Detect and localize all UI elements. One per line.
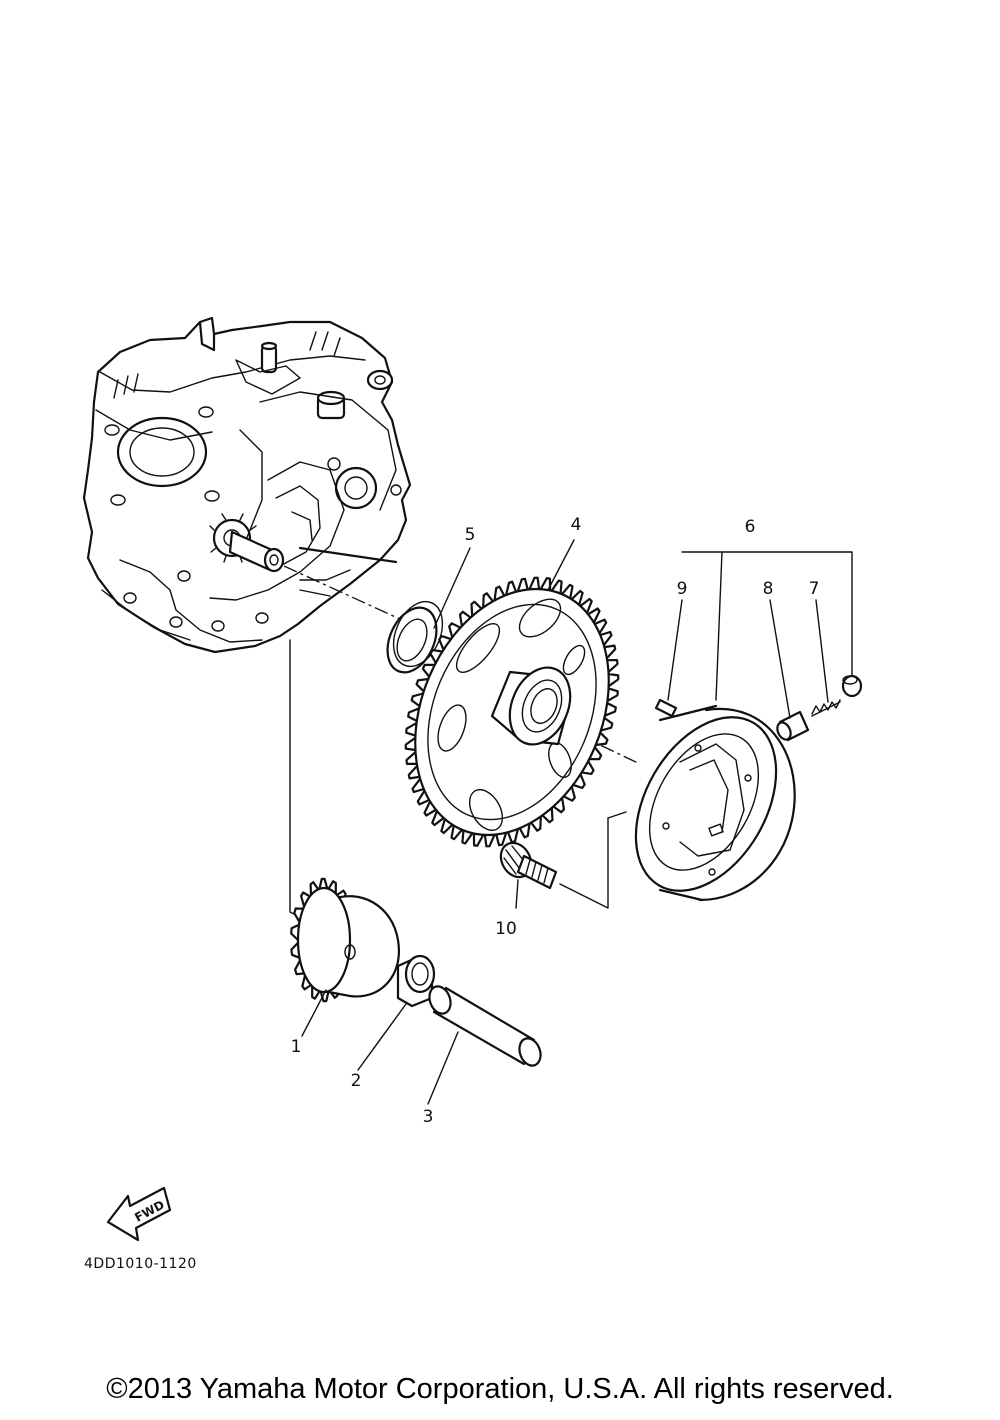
copyright-notice: ©2013 Yamaha Motor Corporation, U.S.A. A… <box>106 1373 894 1405</box>
callout-8: 8 <box>763 579 774 599</box>
shaft-part-3 <box>428 985 542 1067</box>
leader-lines <box>301 539 853 1105</box>
engine-crankcase <box>82 316 412 654</box>
callout-1: 1 <box>291 1037 302 1057</box>
pin-part-9 <box>654 698 678 718</box>
callouts: 5 4 6 9 8 7 10 1 2 3 <box>291 515 820 1127</box>
diagram-code: 4DD1010-1120 <box>84 1256 197 1272</box>
callout-9: 9 <box>677 579 688 599</box>
callout-7: 7 <box>809 579 820 599</box>
callout-6: 6 <box>745 517 756 537</box>
bolt-part-10 <box>499 841 558 890</box>
spring-cap <box>841 674 863 698</box>
spring-part-7 <box>811 699 841 717</box>
callout-5: 5 <box>465 525 476 545</box>
callout-10: 10 <box>495 919 517 939</box>
callout-2: 2 <box>351 1071 362 1091</box>
callout-4: 4 <box>571 515 582 535</box>
washer-part-5 <box>386 600 444 674</box>
plunger-part-8 <box>776 710 810 742</box>
callout-3: 3 <box>423 1107 434 1127</box>
bushing-part-2 <box>396 954 436 1008</box>
starter-wheel-gear-part-4 <box>404 576 620 848</box>
idler-gear-part-1 <box>290 877 401 1003</box>
starter-clutch-part-6 <box>634 704 796 902</box>
fwd-arrow: FWD <box>106 1186 172 1242</box>
